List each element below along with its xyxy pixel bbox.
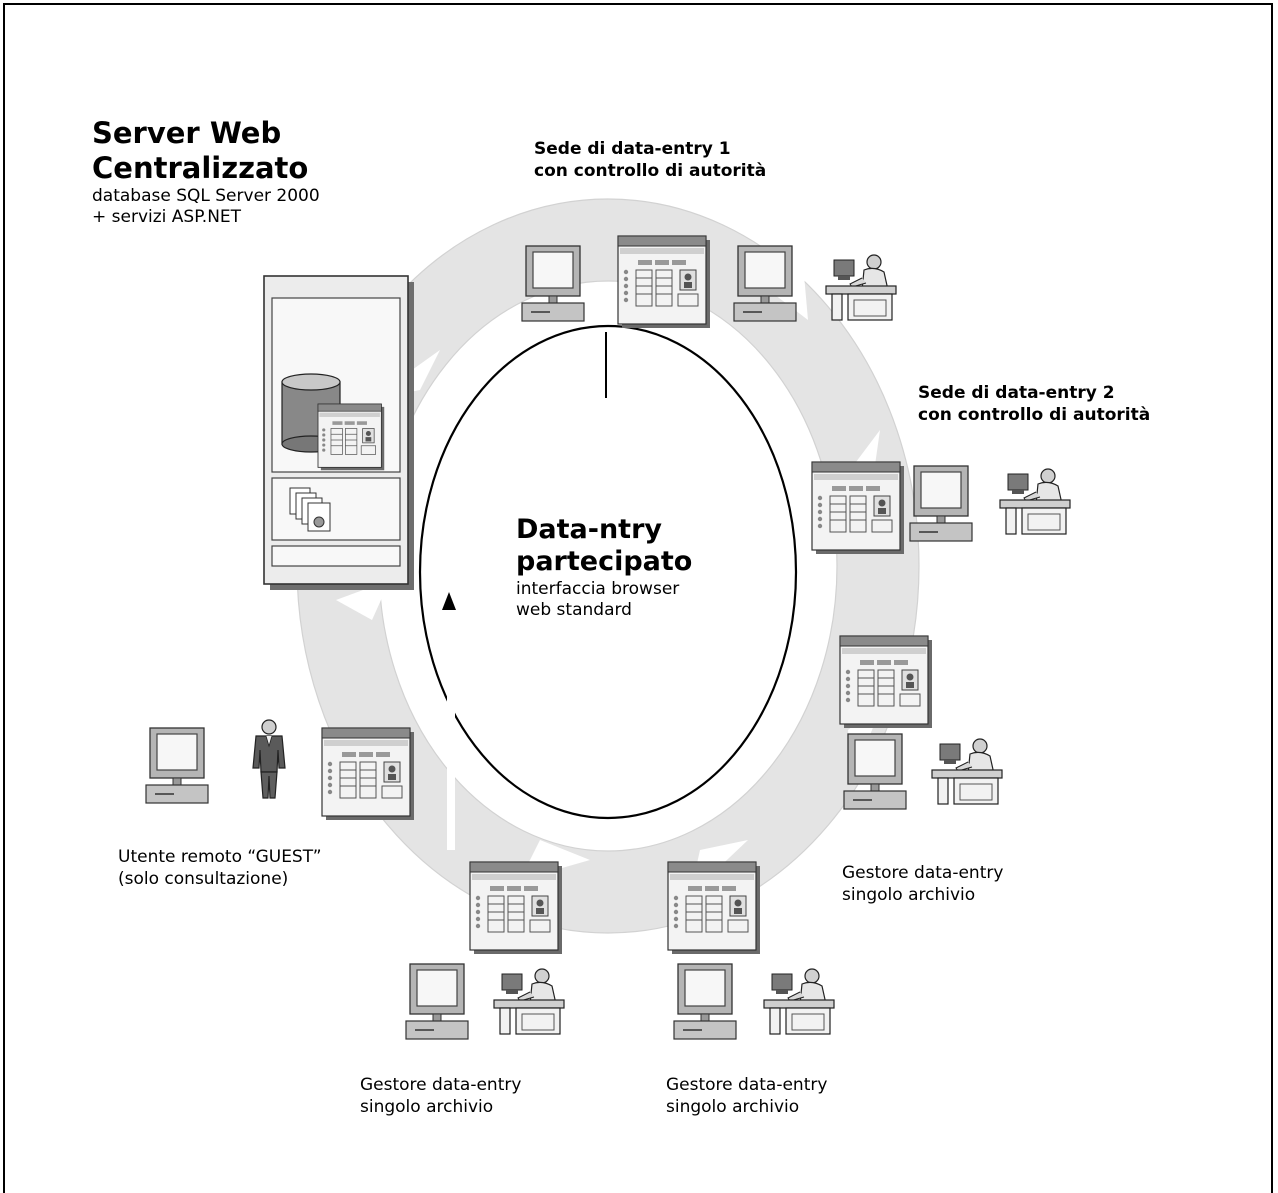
server-title-line2: Centralizzato: [92, 150, 309, 185]
center-desc-line2: web standard: [516, 600, 632, 621]
diagram-frame: [3, 3, 1273, 1193]
manager-label-bottom-right: Gestore data-entry singolo archivio: [666, 1074, 827, 1118]
site1-line1: Sede di data-entry 1: [534, 139, 731, 159]
computer-icon: [843, 733, 907, 810]
browser-window-icon: [839, 635, 933, 729]
browser-window-icon: [667, 861, 761, 955]
browser-window-icon: [321, 727, 415, 821]
computer-icon: [145, 727, 209, 804]
manager-label-right: Gestore data-entry singolo archivio: [842, 862, 1003, 906]
computer-icon: [673, 963, 737, 1040]
site2-line1: Sede di data-entry 2: [918, 383, 1115, 403]
server-label: Server Web Centralizzato database SQL Se…: [92, 116, 320, 228]
desk-user-icon: [931, 738, 1003, 805]
browser-window-icon: [469, 861, 563, 955]
computer-icon: [909, 465, 973, 542]
center-desc-line1: interfaccia browser: [516, 578, 680, 599]
desk-user-icon: [763, 968, 835, 1035]
site1-line2: con controllo di autorità: [534, 161, 767, 182]
computer-icon: [521, 245, 585, 322]
center-title-line2: partecipato: [516, 546, 693, 578]
guest-label: Utente remoto “GUEST” (solo consultazion…: [118, 846, 322, 890]
guest-line1: Utente remoto “GUEST”: [118, 847, 322, 867]
server-title-line1: Server Web: [92, 116, 282, 150]
browser-window-icon: [811, 461, 905, 555]
computer-icon: [405, 963, 469, 1040]
browser-window-icon: [617, 235, 711, 329]
computer-icon: [733, 245, 797, 322]
manager-label-bottom-left: Gestore data-entry singolo archivio: [360, 1074, 521, 1118]
desk-user-icon: [493, 968, 565, 1035]
manager-line2: singolo archivio: [666, 1097, 800, 1118]
manager-line1: Gestore data-entry: [360, 1075, 522, 1095]
site2-line2: con controllo di autorità: [918, 405, 1151, 426]
inner-ellipse: [418, 324, 798, 820]
guest-line2: (solo consultazione): [118, 869, 289, 890]
site2-label: Sede di data-entry 2 con controllo di au…: [918, 382, 1150, 426]
manager-line1: Gestore data-entry: [666, 1075, 828, 1095]
manager-line1: Gestore data-entry: [842, 863, 1004, 883]
arrowhead: [442, 592, 456, 610]
site1-label: Sede di data-entry 1 con controllo di au…: [534, 138, 766, 182]
server-desc-line1: database SQL Server 2000: [92, 185, 320, 206]
documents-icon: [289, 487, 331, 532]
standing-user-icon: [252, 719, 286, 799]
desk-user-icon: [825, 254, 897, 321]
manager-line2: singolo archivio: [842, 885, 976, 906]
server-form-icon: [317, 403, 385, 471]
ellipse-gap: [447, 600, 455, 850]
center-label: Data-ntry partecipato interfaccia browse…: [516, 514, 692, 621]
server-desc-line2: + servizi ASP.NET: [92, 206, 242, 227]
center-title-line1: Data-ntry: [516, 514, 663, 545]
desk-user-icon: [999, 468, 1071, 535]
manager-line2: singolo archivio: [360, 1097, 494, 1118]
